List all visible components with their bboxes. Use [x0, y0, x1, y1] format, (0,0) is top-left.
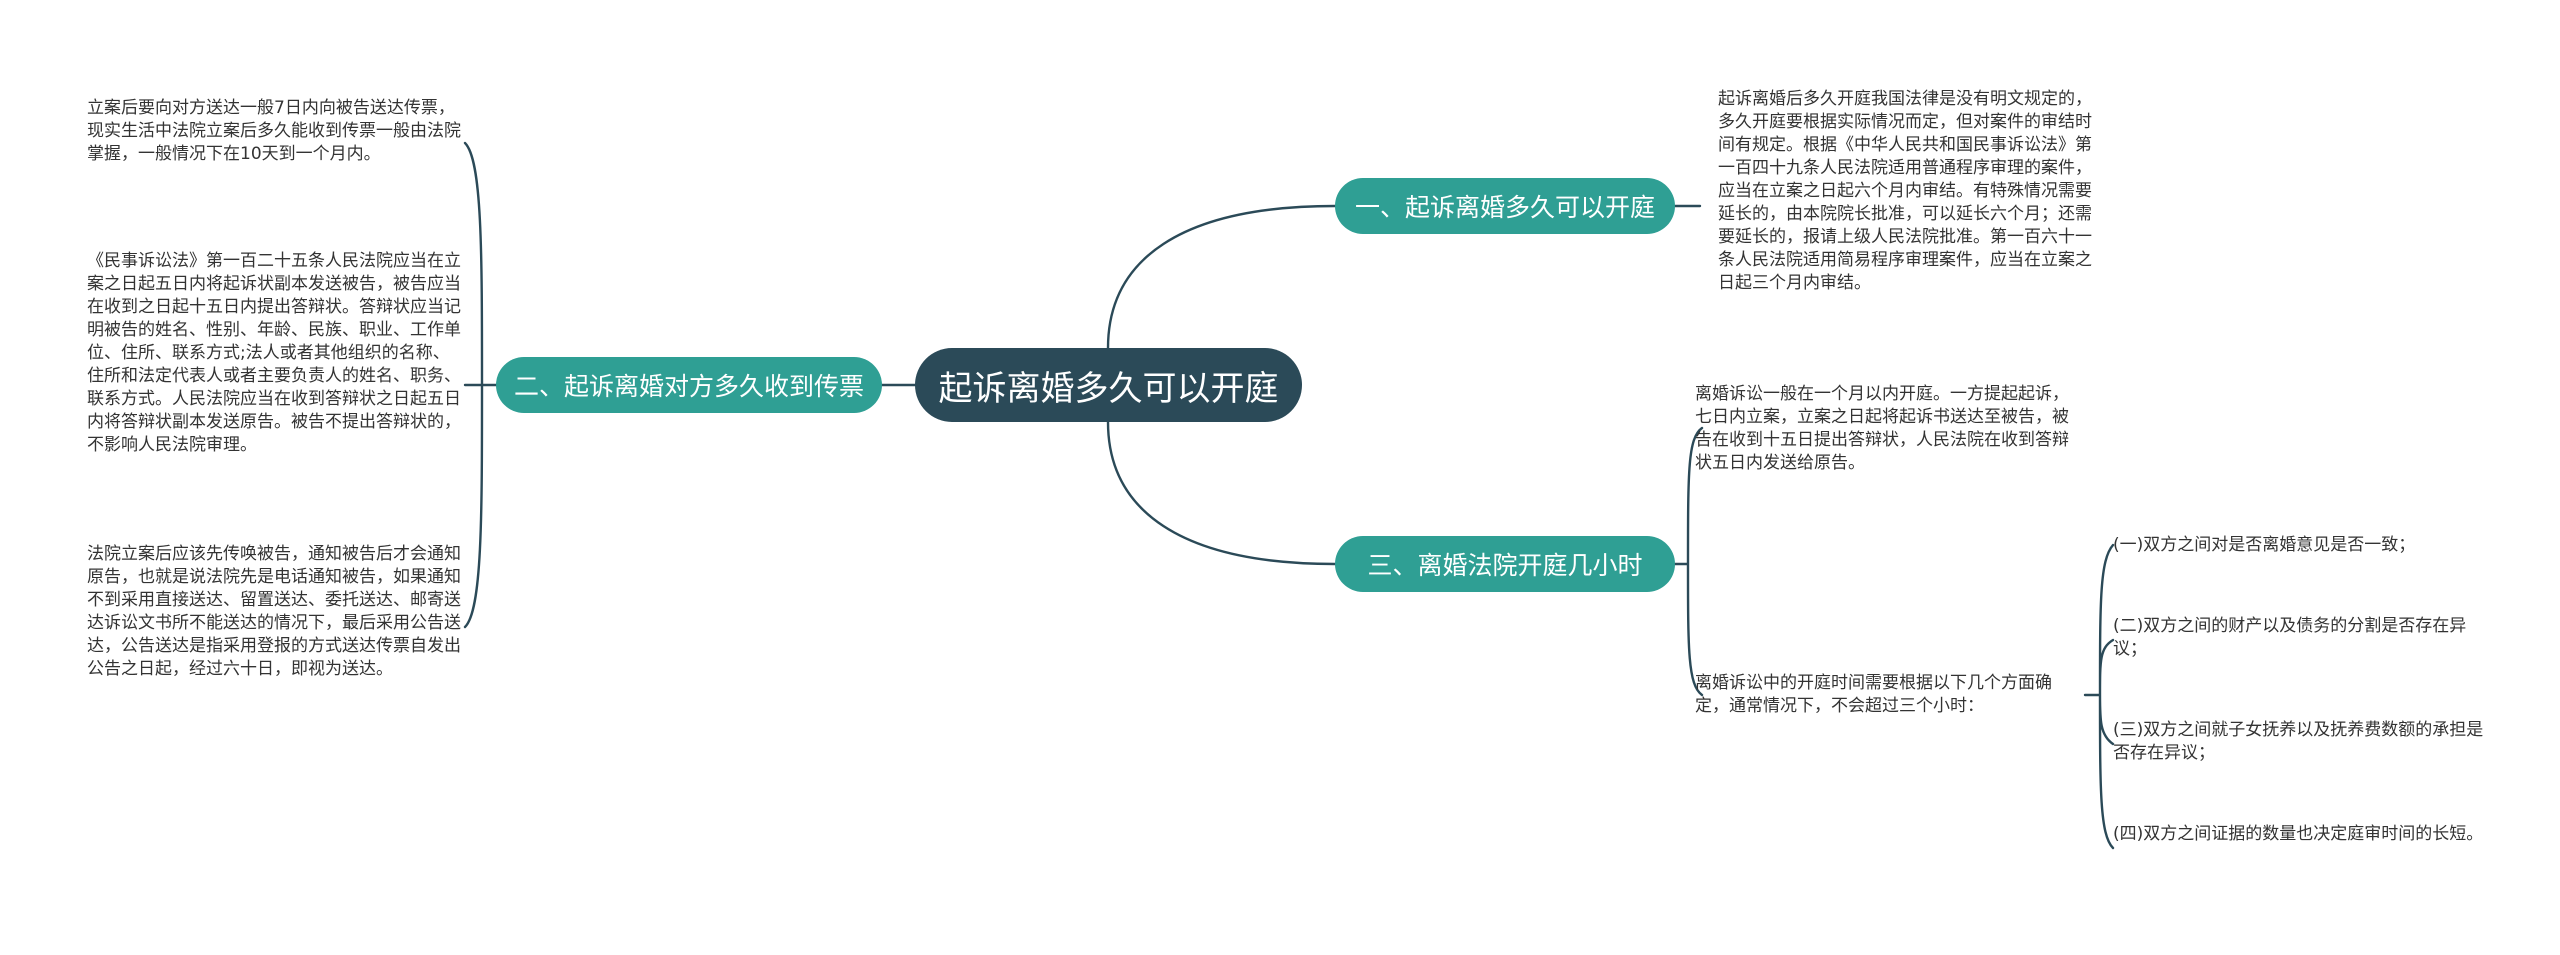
branch-1-text: 起诉离婚后多久开庭我国法律是没有明文规定的，多久开庭要根据实际情况而定，但对案件…	[1718, 89, 2092, 293]
connector-root-branch3	[1106, 420, 1337, 566]
branch-topic-3-label: 三、离婚法院开庭几小时	[1367, 551, 1643, 580]
branch-topic-1-label: 一、起诉离婚多久可以开庭	[1354, 193, 1655, 222]
branch-topic-2[interactable]: 二、起诉离婚对方多久收到传票	[496, 357, 882, 413]
branch-3-subitem-1: (一)双方之间对是否离婚意见是否一致；	[2113, 535, 2416, 555]
branch-3-text-1: 离婚诉讼一般在一个月以内开庭。一方提起起诉，七日内立案，立案之日起将起诉书送达至…	[1695, 384, 2069, 473]
branch-topic-2-label: 二、起诉离婚对方多久收到传票	[513, 372, 864, 401]
root-topic-label: 起诉离婚多久可以开庭	[938, 368, 1279, 409]
branch-2-text-2: 《民事诉讼法》第一百二十五条人民法院应当在立案之日起五日内将起诉状副本发送被告，…	[87, 251, 461, 455]
branch-topic-3[interactable]: 三、离婚法院开庭几小时	[1335, 536, 1675, 592]
connector-branch2-bracket	[463, 141, 498, 629]
branch-3-subitem-4: (四)双方之间证据的数量也决定庭审时间的长短。	[2113, 824, 2484, 844]
branch-3-subitem-3: (三)双方之间就子女抚养以及抚养费数额的承担是否存在异议；	[2113, 720, 2484, 763]
connector-root-branch1	[1106, 204, 1337, 350]
branch-3-text-2: 离婚诉讼中的开庭时间需要根据以下几个方面确定，通常情况下，不会超过三个小时：	[1695, 673, 2052, 716]
branch-topic-1[interactable]: 一、起诉离婚多久可以开庭	[1335, 178, 1675, 234]
branch-2-text-1: 立案后要向对方送达一般7日内向被告送达传票，现实生活中法院立案后多久能收到传票一…	[87, 98, 461, 164]
branch-2-text-3: 法院立案后应该先传唤被告，通知被告后才会通知原告，也就是说法院先是电话通知被告，…	[87, 544, 461, 679]
root-topic[interactable]: 起诉离婚多久可以开庭	[915, 348, 1302, 422]
connector-sub-bracket	[2083, 543, 2115, 850]
branch-3-subitem-2: (二)双方之间的财产以及债务的分割是否存在异议；	[2113, 616, 2467, 659]
